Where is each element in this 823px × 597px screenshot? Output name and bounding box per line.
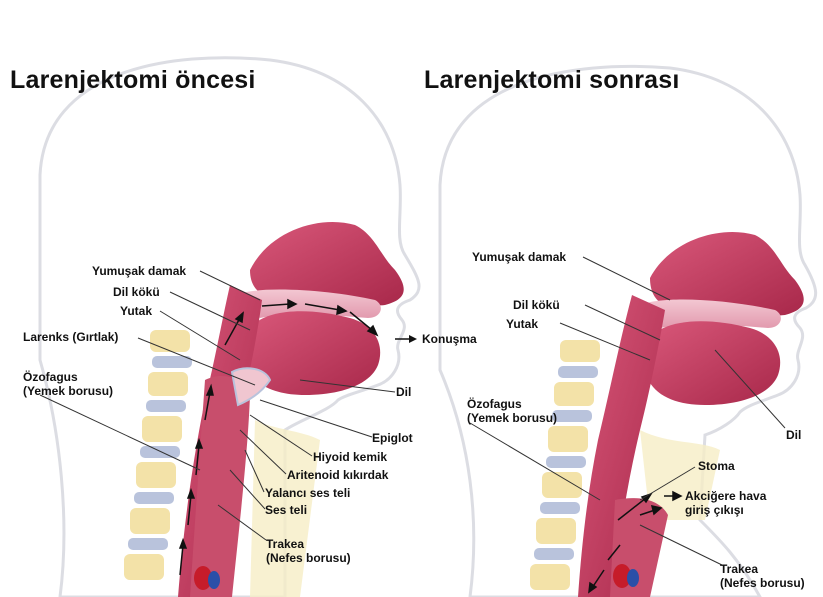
- label-trakea-sub-after: (Nefes borusu): [720, 576, 805, 590]
- label-akciger-sub: giriş çıkışı: [685, 503, 744, 517]
- label-yutak: Yutak: [120, 304, 152, 318]
- label-trakea-sub: (Nefes borusu): [266, 551, 351, 565]
- label-yumusak-damak-after: Yumuşak damak: [472, 250, 566, 264]
- label-stoma: Stoma: [698, 459, 735, 473]
- label-hiyoid: Hiyoid kemik: [313, 450, 387, 464]
- label-larenks: Larenks (Gırtlak): [23, 330, 118, 344]
- label-ozofagus: Özofagus: [23, 370, 78, 384]
- panel-after: Larenjektomi sonrası Yumuşak damak Dil k…: [412, 0, 823, 597]
- label-epiglot: Epiglot: [372, 431, 413, 445]
- label-ses-teli: Ses teli: [265, 503, 307, 517]
- label-aritenoid: Aritenoid kıkırdak: [287, 468, 388, 482]
- label-trakea: Trakea: [266, 537, 304, 551]
- label-ozofagus-sub: (Yemek borusu): [23, 384, 113, 398]
- label-ozofagus-after: Özofagus: [467, 397, 522, 411]
- label-dil-koku-after: Dil kökü: [513, 298, 560, 312]
- label-ozofagus-sub-after: (Yemek borusu): [467, 411, 557, 425]
- label-yalanci-ses-teli: Yalancı ses teli: [265, 486, 350, 500]
- panel-before: Larenjektomi öncesi Yumuşak damak Dil kö…: [0, 0, 412, 597]
- label-dil-koku: Dil kökü: [113, 285, 160, 299]
- label-akciger: Akciğere hava: [685, 489, 766, 503]
- label-trakea-after: Trakea: [720, 562, 758, 576]
- label-yumusak-damak: Yumuşak damak: [92, 264, 186, 278]
- label-dil: Dil: [396, 385, 411, 399]
- title-after: Larenjektomi sonrası: [424, 66, 679, 95]
- label-dil-after: Dil: [786, 428, 801, 442]
- label-yutak-after: Yutak: [506, 317, 538, 331]
- title-before: Larenjektomi öncesi: [10, 66, 256, 95]
